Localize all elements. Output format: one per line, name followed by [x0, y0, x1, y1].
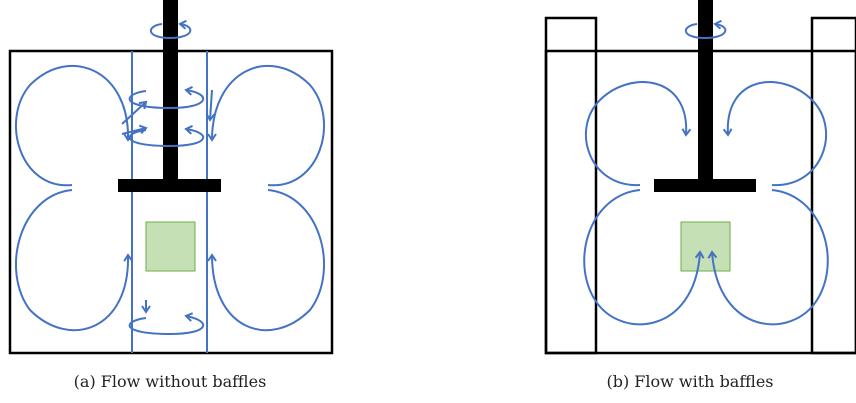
rotation-arrow-top-a [150, 19, 192, 40]
caption-panel-a: (a) Flow without baffles [73, 372, 267, 391]
shaft-b [698, 0, 713, 185]
loop-lower-right-b [707, 189, 829, 326]
loop-upper-left-a [15, 65, 133, 187]
loop-upper-right-a [207, 65, 325, 187]
swirl-1-a [128, 86, 205, 110]
panel-b [544, 0, 856, 355]
caption-panel-b: (b) Flow with baffles [606, 372, 774, 391]
panel-a [8, 0, 334, 355]
loop-upper-right-b [722, 81, 828, 187]
swirl-arrow-right-1-a [205, 89, 216, 122]
blade-a [118, 179, 221, 192]
baffle-right-b [810, 16, 856, 355]
rotation-arrow-top-b [685, 19, 727, 40]
blade-b [654, 179, 756, 192]
loop-upper-left-b [584, 81, 692, 187]
loop-lower-right-a [207, 189, 325, 332]
shaft-a [163, 0, 178, 185]
swirl-3-a [128, 312, 205, 336]
loop-lower-left-b [583, 189, 705, 326]
impeller-block-b [680, 221, 731, 272]
impeller-block-a [145, 221, 196, 272]
loop-lower-left-a [15, 189, 133, 332]
baffle-left-b [544, 16, 598, 355]
swirl-arrow-left-2-a [121, 124, 148, 135]
